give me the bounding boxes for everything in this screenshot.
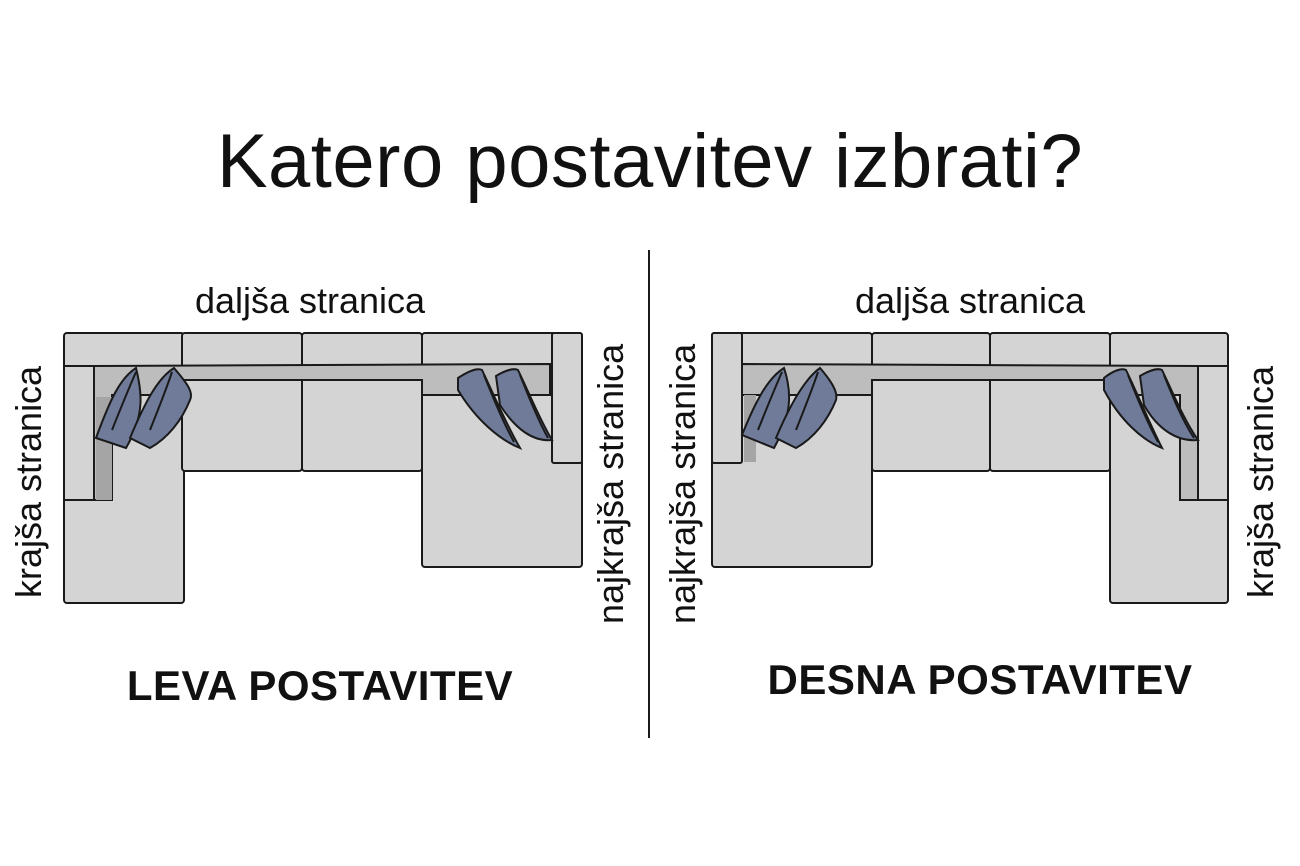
right-seat-module — [989, 332, 1111, 472]
right-armrest — [711, 332, 743, 464]
right-caption: DESNA POSTAVITEV — [767, 656, 1193, 703]
page-title: Katero postavitev izbrati? — [216, 119, 1084, 204]
left-caption: LEVA POSTAVITEV — [126, 662, 514, 709]
pillow-icon — [774, 366, 838, 450]
pillow-icon — [457, 368, 523, 450]
pillow-icon — [494, 368, 554, 442]
center-divider — [648, 250, 650, 738]
right-top-label: daljša stranica — [854, 280, 1086, 321]
left-side-armrest — [63, 365, 95, 501]
pillow-icon — [128, 366, 192, 450]
pillow-icon — [1138, 368, 1200, 442]
right-side-armrest — [1197, 365, 1229, 501]
pillow-icon — [1103, 368, 1165, 450]
right-seat-module — [871, 332, 991, 472]
left-armrest — [551, 332, 583, 464]
left-top-label: daljša stranica — [194, 280, 426, 321]
